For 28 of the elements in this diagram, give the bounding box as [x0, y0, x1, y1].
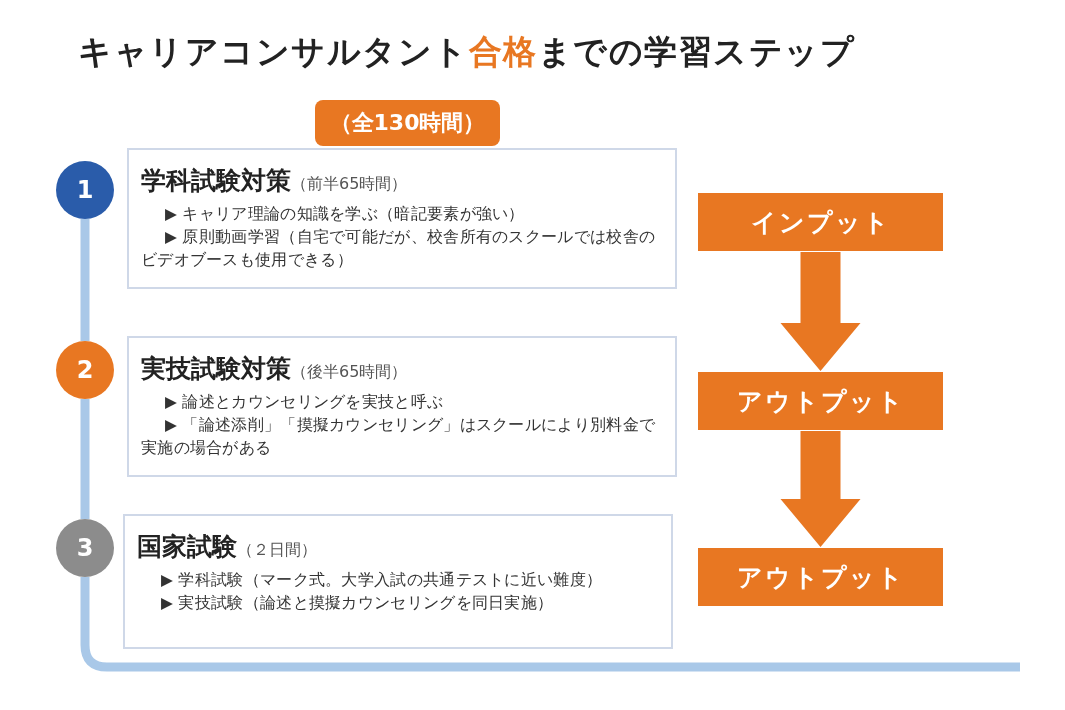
step-card	[127, 148, 677, 289]
step-number-circle: 1	[56, 161, 114, 219]
duration-note: （２日間）	[237, 540, 317, 559]
bullet-text: ▶ キャリア理論の知識を学ぶ（暗記要素が強い）	[165, 204, 526, 225]
hours-badge: （全130時間）	[315, 100, 500, 146]
step-card	[127, 336, 677, 477]
bullet-text: ▶ 学科試験（マーク式。大学入試の共通テストに近い難度）	[161, 570, 604, 591]
input-box: インプット	[698, 193, 943, 251]
bullet-text: ▶ 「論述添削」「摸擬カウンセリング」はスクールにより別料金で実施の場合がある	[141, 415, 657, 459]
step-number-circle: 2	[56, 341, 114, 399]
timeline-line	[80, 577, 1020, 672]
output-box: アウトプット	[698, 372, 943, 430]
down-arrow	[780, 252, 861, 371]
bullet-text: ▶ 原則動画学習（自宅で可能だが、校舎所有のスクールでは校舎のビデオブースも使用できる）	[141, 227, 657, 271]
bullet-text: ▶ 実技試験（論述と摸擬カウンセリングを同日実施）	[161, 593, 555, 614]
bullet-text: ▶ 論述とカウンセリングを実技と呼ぶ	[165, 392, 445, 413]
down-arrow	[780, 431, 861, 547]
step-card	[123, 514, 673, 649]
duration-note: （前半65時間）	[291, 174, 408, 193]
output-box: アウトプット	[698, 548, 943, 606]
timeline-line	[80, 399, 90, 519]
timeline-line	[80, 219, 90, 341]
duration-note: （後半65時間）	[291, 362, 408, 381]
step-heading: 学科試験対策	[141, 166, 291, 195]
step-heading: 実技試験対策	[141, 354, 291, 383]
step-number-circle: 3	[56, 519, 114, 577]
step-heading: 国家試験	[137, 532, 237, 561]
title: キャリアコンサルタント合格までの学習ステップ	[78, 31, 855, 73]
